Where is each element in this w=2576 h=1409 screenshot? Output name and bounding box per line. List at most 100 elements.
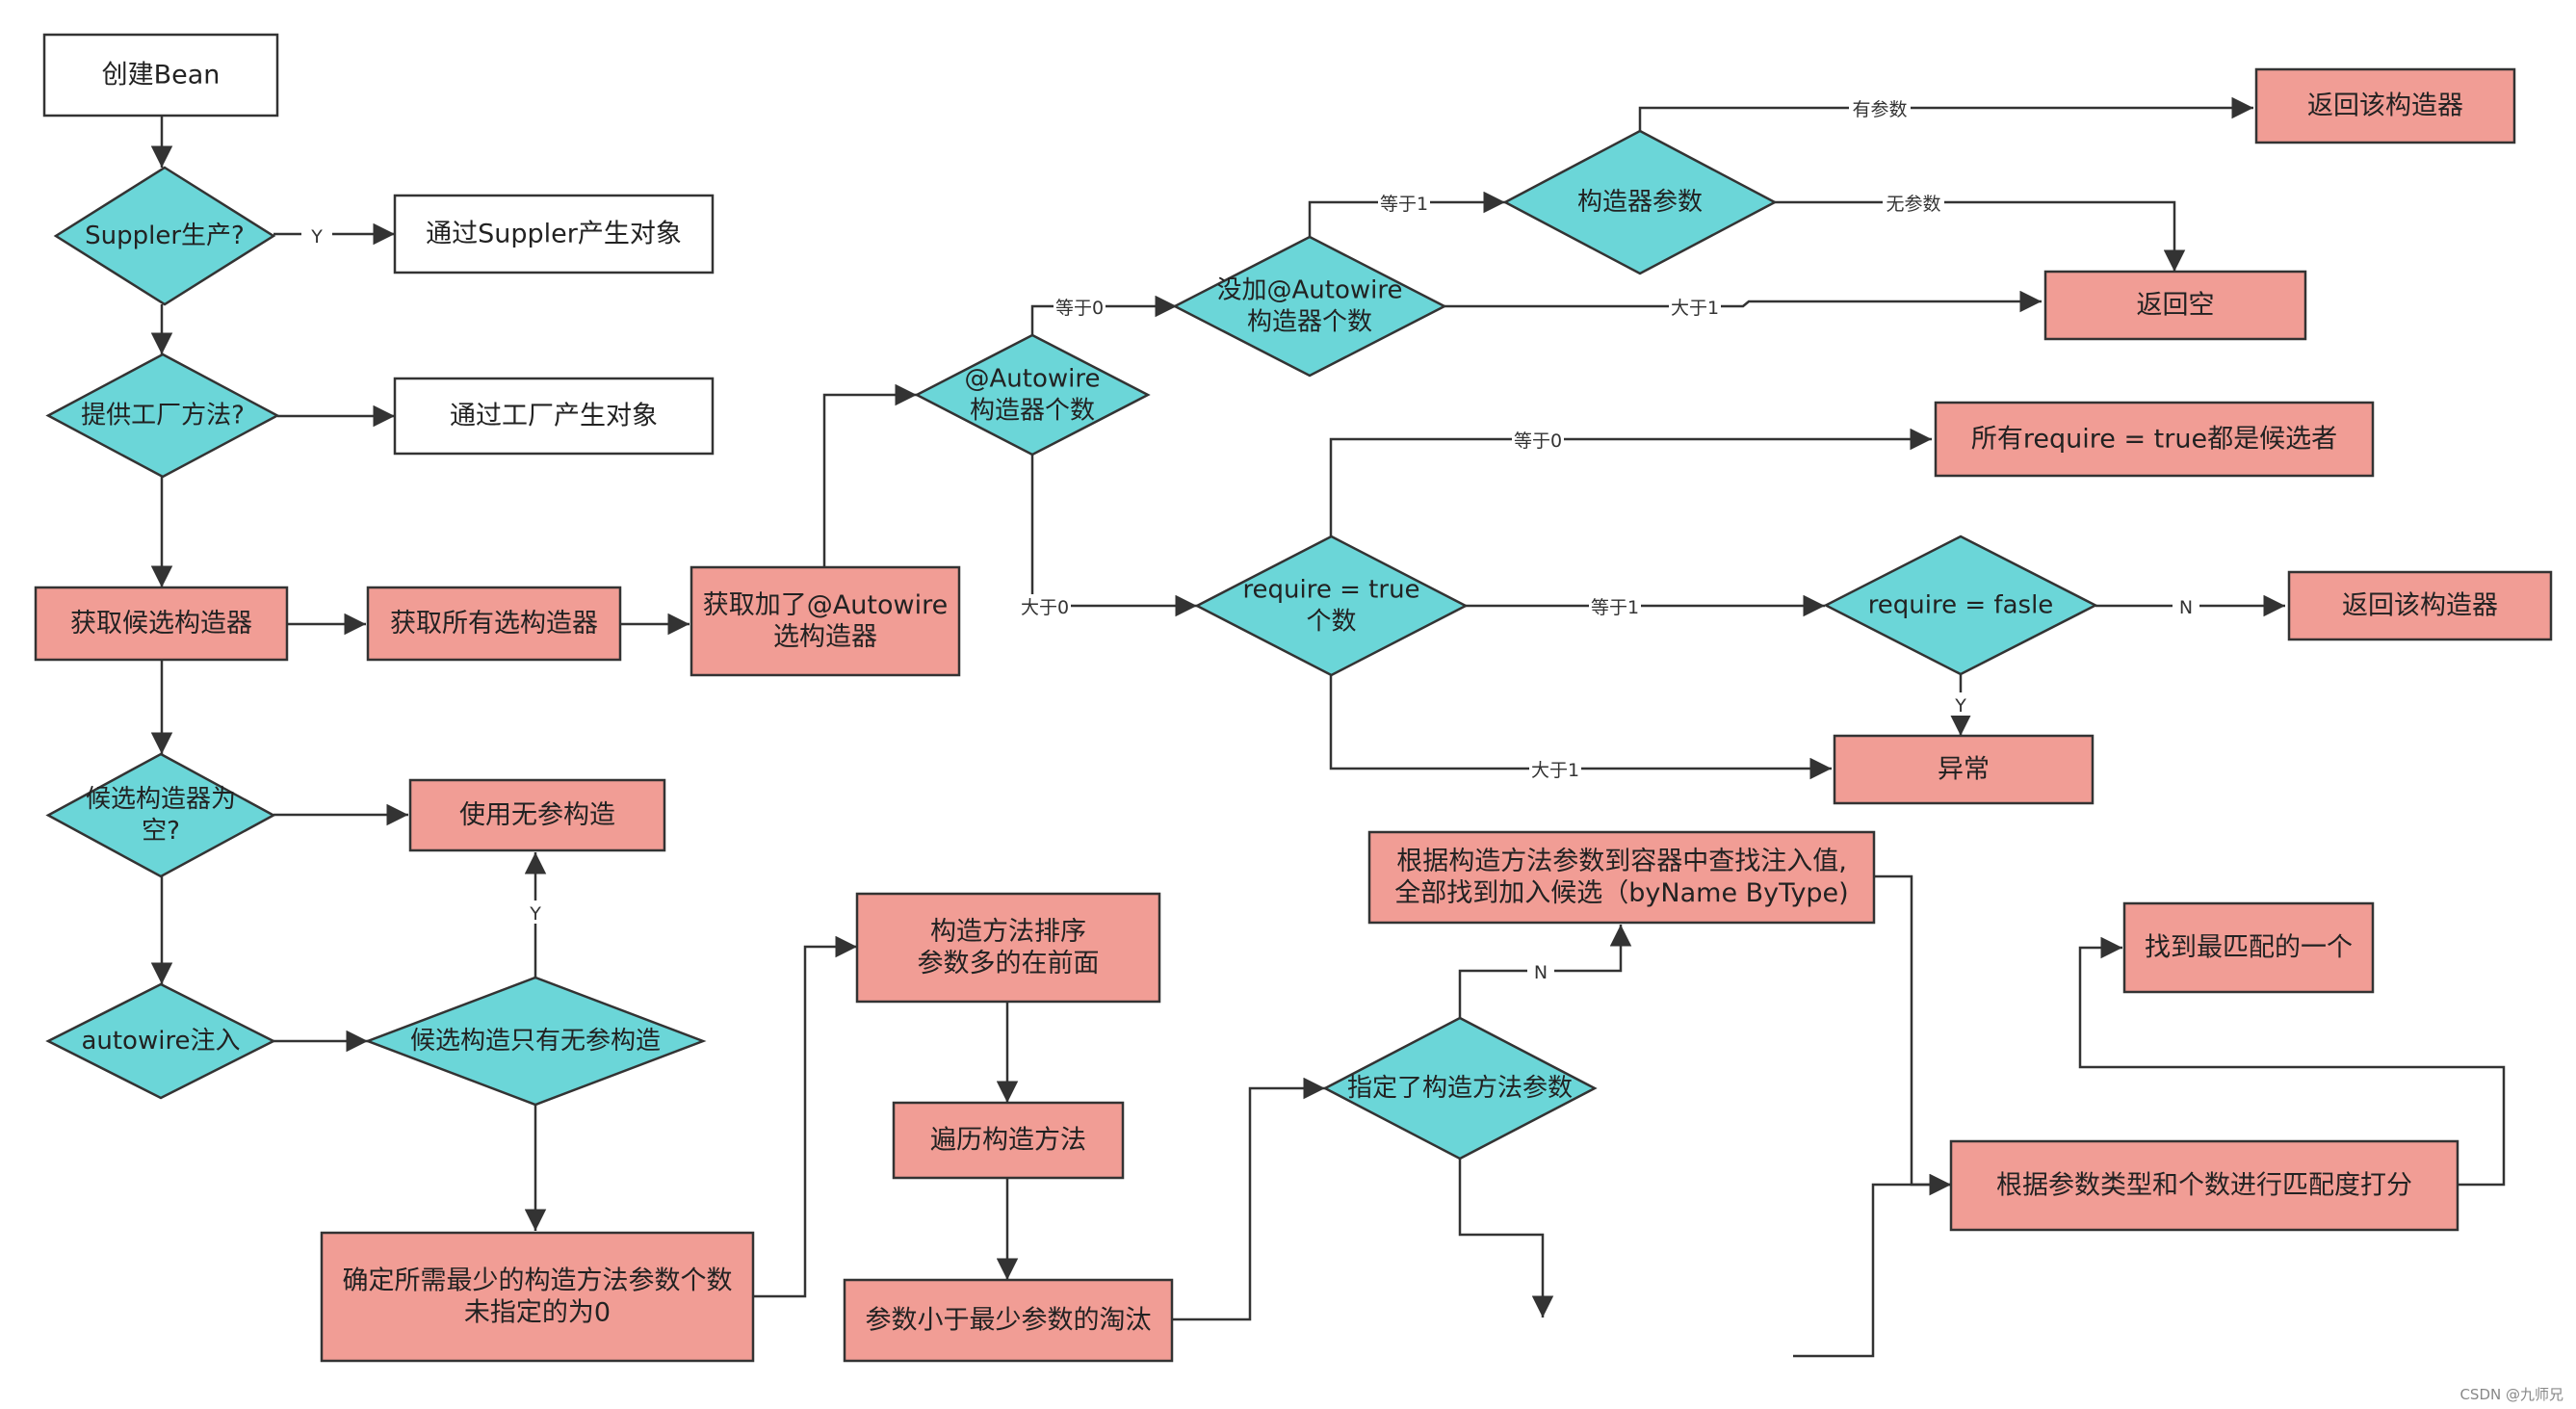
process-box [408, 778, 666, 852]
node-label: 未指定的为0 [464, 1298, 611, 1328]
node-label: require = true [1242, 576, 1419, 605]
node-label: 根据构造方法参数到容器中查找注入值, [1396, 847, 1847, 876]
node-n1: 创建Bean [42, 33, 279, 117]
node-label: 获取所有选构造器 [390, 609, 598, 639]
node-n25: 遍历构造方法 [892, 1101, 1125, 1180]
edge-label-gt1-a: 大于1 [1671, 298, 1719, 319]
edge-autowired-to-count [822, 383, 917, 570]
nodes: 创建BeanSuppler生产?通过Suppler产生对象提供工厂方法?通过工厂… [34, 33, 2553, 1363]
process-box [892, 1101, 1125, 1180]
node-n3: 通过Suppler产生对象 [393, 194, 715, 274]
node-n15: require = true 个数 [1194, 535, 1469, 677]
edge-param-has [1638, 96, 2253, 131]
node-label: 返回该构造器 [2342, 591, 2498, 621]
node-label: 构造方法排序 [930, 917, 1086, 947]
edge-label-y1: Y [310, 226, 323, 248]
edge-label-n-b: N [1534, 962, 1548, 983]
node-n2: Suppler生产? [53, 166, 276, 306]
edge-score-to-best [2078, 936, 2506, 1187]
node-n20: 使用无参构造 [408, 778, 666, 852]
node-n12: 返回该构造器 [2254, 67, 2516, 144]
node-label: 根据参数类型和个数进行匹配度打分 [1996, 1171, 2412, 1201]
node-label: 遍历构造方法 [930, 1126, 1086, 1156]
node-label: 候选构造只有无参构造 [410, 1027, 661, 1056]
edge-label-eq0-b: 等于0 [1514, 431, 1562, 452]
edge-label-eq1-a: 等于1 [1380, 194, 1428, 215]
node-n18: 异常 [1833, 734, 2095, 805]
decision-diamond [914, 333, 1151, 457]
node-n17: 返回该构造器 [2287, 570, 2553, 641]
decision-diamond [45, 982, 276, 1100]
process-box [2043, 270, 2307, 341]
node-label: 参数小于最少参数的淘汰 [866, 1306, 1152, 1336]
node-label: Suppler生产? [85, 222, 245, 250]
decision-diamond [45, 752, 276, 878]
node-label: require = fasle [1868, 591, 2054, 620]
process-box [690, 565, 961, 677]
edge-specified-y [1458, 1159, 1554, 1318]
node-n16: require = fasle [1823, 535, 2098, 676]
edge-noautowire-eq1 [1308, 191, 1505, 237]
process-box [393, 194, 715, 274]
node-n5: 通过工厂产生对象 [393, 377, 715, 456]
node-label: 空? [142, 817, 180, 846]
decision-diamond [1502, 129, 1778, 275]
edge-label-y3: Y [529, 903, 541, 925]
node-label: 全部找到加入候选（byName ByType) [1394, 878, 1848, 908]
decision-diamond [364, 976, 707, 1107]
node-label: 通过Suppler产生对象 [426, 220, 682, 249]
node-label: 使用无参构造 [459, 800, 615, 830]
edge-require-eq0 [1329, 428, 1932, 536]
node-label: 参数多的在前面 [918, 949, 1100, 978]
edge-count-gt0 [1030, 455, 1197, 617]
decision-diamond [1322, 1016, 1598, 1161]
node-label: 异常 [1938, 755, 1990, 785]
node-n21: autowire注入 [45, 982, 276, 1100]
node-n13: 返回空 [2043, 270, 2307, 341]
edge-label-no-param: 无参数 [1886, 194, 1940, 215]
edge-min-to-sort [753, 935, 857, 1298]
node-label: @Autowire [965, 365, 1101, 394]
edge-label-eq1-b: 等于1 [1591, 597, 1639, 618]
process-box [2254, 67, 2516, 144]
process-box [1367, 830, 1876, 925]
node-n28: 根据构造方法参数到容器中查找注入值,全部找到加入候选（byName ByType… [1367, 830, 1876, 925]
decision-diamond [1194, 535, 1469, 677]
decision-diamond [45, 352, 280, 479]
edge-label-n-a: N [2179, 597, 2193, 618]
process-box [1833, 734, 2095, 805]
process-box [2122, 901, 2375, 994]
node-label: 指定了构造方法参数 [1347, 1074, 1573, 1103]
process-box [393, 377, 715, 456]
watermark: CSDN @九师兄 [2459, 1386, 2563, 1403]
decision-diamond [1823, 535, 2098, 676]
node-label: 创建Bean [102, 61, 221, 91]
edge-label-gt1-b: 大于1 [1531, 760, 1579, 781]
node-n30: 根据参数类型和个数进行匹配度打分 [1949, 1139, 2459, 1232]
edge-count-eq0 [1030, 295, 1177, 347]
node-label: 个数 [1306, 608, 1356, 637]
node-n22: 候选构造只有无参构造 [364, 976, 707, 1107]
edge-label-eq0-a: 等于0 [1055, 298, 1104, 319]
node-n7: 获取所有选构造器 [366, 586, 622, 662]
node-n27: 指定了构造方法参数 [1322, 1016, 1598, 1161]
process-box [1949, 1139, 2459, 1232]
node-label: 候选构造器为 [86, 785, 236, 814]
node-n11: 构造器参数 [1502, 129, 1778, 275]
node-label: 确定所需最少的构造方法参数个数 [343, 1266, 733, 1296]
node-label: 构造器个数 [970, 397, 1095, 426]
node-n26: 参数小于最少参数的淘汰 [843, 1278, 1174, 1363]
process-box [855, 892, 1161, 1004]
node-label: 所有require = true都是候选者 [1971, 425, 2337, 455]
edge-lookup-to-score [1874, 874, 1951, 1196]
edge-label-y2: Y [1954, 695, 1966, 717]
edge-noautowire-gt1 [1444, 290, 2042, 313]
node-label: 返回该构造器 [2307, 91, 2463, 121]
process-box [34, 586, 289, 662]
